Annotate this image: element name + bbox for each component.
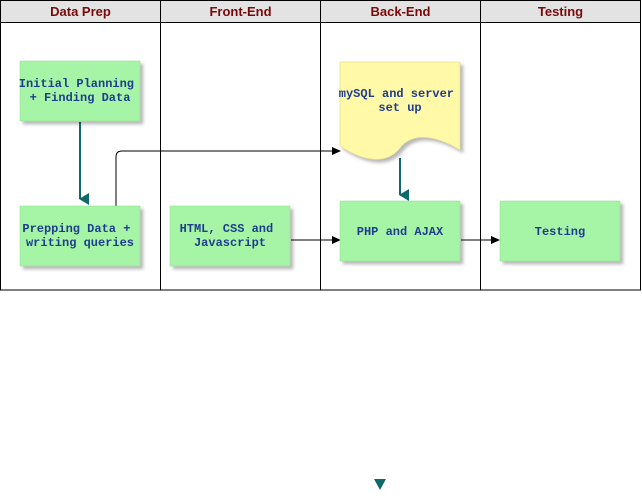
lane-title-data-prep: Data Prep [50,4,111,19]
node-label-line: Javascript [194,236,266,250]
node-testing[interactable]: Testing [499,200,621,262]
node-label-line: PHP and AJAX [357,225,444,239]
stray-arrowhead-icon [374,479,386,490]
lane-title-back-end: Back-End [371,4,431,19]
node-label-line: HTML, CSS and [180,222,274,236]
svg-text:HTML, CSS and Javascript: HTML, CSS and Javascript [180,222,281,250]
node-label-line: Testing [535,225,585,239]
svg-text:Initial Planning + Findi: Initial Planning + Finding Data [19,77,141,105]
node-label-line: writing queries [26,236,134,250]
svg-text:mySQL and server set up: mySQL and server set up [339,87,461,115]
node-label-line: set up [378,101,421,115]
node-php-ajax[interactable]: PHP and AJAX [339,200,461,262]
node-prepping-data[interactable]: Prepping Data + writing queries [19,205,141,267]
connector-prepping-to-mysql[interactable] [115,147,341,206]
node-label-line: + Finding Data [30,91,131,105]
svg-text:Testing: Testing [535,225,585,239]
lane-header-back-end: Back-End [320,0,481,23]
lane-header-front-end: Front-End [160,0,321,23]
lane-header-data-prep: Data Prep [0,0,161,23]
svg-text:Prepping Data + writing: Prepping Data + writing queries [22,222,137,250]
node-initial-planning[interactable]: Initial Planning + Finding Data [19,60,141,122]
node-label-line: Prepping Data + [22,222,130,236]
lane-title-front-end: Front-End [209,4,271,19]
lane-header-testing: Testing [480,0,641,23]
node-label-line: Initial Planning [19,77,134,91]
node-html-css-js[interactable]: HTML, CSS and Javascript [169,205,291,267]
svg-text:PHP and AJAX: PHP and AJAX [357,225,444,239]
lane-title-testing: Testing [538,4,583,19]
node-label-line: mySQL and server [339,87,454,101]
node-mysql-setup[interactable]: mySQL and server set up [339,61,461,160]
